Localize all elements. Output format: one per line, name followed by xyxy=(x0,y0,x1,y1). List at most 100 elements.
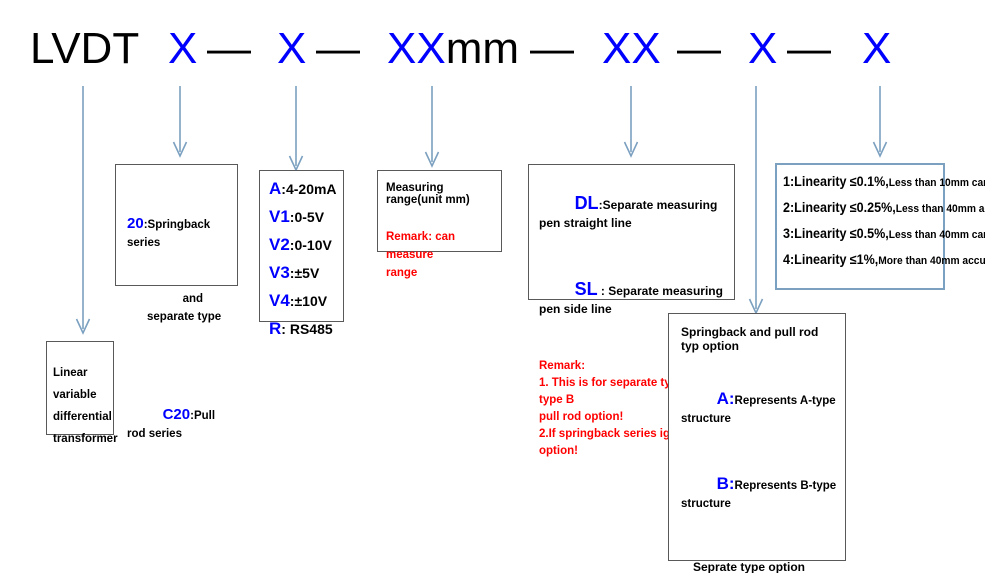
signal-row: V4:±10V xyxy=(269,292,337,310)
series-row-c20: C20:Pull rod series xyxy=(127,388,229,460)
signal-row: R: RS485 xyxy=(269,320,337,338)
structure-text-b1: Represents B-type structure xyxy=(681,480,840,510)
linearity-option-box: 1:Linearity ≤0.1%,Less than 10mm can cho… xyxy=(775,163,985,290)
signal-colon: : xyxy=(289,293,295,309)
structure-key-b1: B xyxy=(716,474,729,493)
linearity-row: 2:Linearity ≤0.25%,Less than 40mm accura… xyxy=(783,200,985,215)
signal-colon: : xyxy=(281,321,286,337)
linearity-num: 4: xyxy=(783,252,795,267)
lvdt-meaning-line1: Linear variable xyxy=(53,367,97,401)
series-text-c20: Pull rod series xyxy=(127,410,219,440)
linearity-num: 2: xyxy=(783,200,795,215)
range-remark-line1: Remark: can measure xyxy=(386,231,456,261)
signal-key: A xyxy=(269,179,282,198)
arrow-to-signal-box xyxy=(288,86,304,174)
signal-key: V2 xyxy=(269,235,290,254)
signal-value: ±10V xyxy=(294,293,328,309)
range-heading: Measuring range(unit mm) xyxy=(386,182,470,206)
structure-text-a1: Represents A-type structure xyxy=(681,395,839,425)
code-dash-5: — xyxy=(787,24,831,73)
linearity-note: Less than 40mm accuracy xyxy=(895,203,985,215)
structure-option-box: Springback and pull rod typ option A:Rep… xyxy=(668,313,846,573)
signal-colon: : xyxy=(289,237,295,253)
structure-row-b1: B:Represents B-type structure xyxy=(681,456,839,530)
lvdt-meaning-line2: differential xyxy=(53,411,112,423)
code-prefix-lvdt: LVDT xyxy=(30,24,140,73)
penline-key-sl: SL xyxy=(574,279,598,299)
arrow-to-structure-box xyxy=(748,86,764,318)
signal-value: 0-10V xyxy=(294,237,332,253)
product-code-line: LVDT X — X — XXmm — XX — X — X xyxy=(0,18,985,80)
structure-colon-a1: : xyxy=(728,389,735,408)
penline-colon-dl: : xyxy=(598,198,603,212)
signal-row: V2:0-10V xyxy=(269,236,337,254)
code-dash-3: — xyxy=(530,24,574,73)
penline-row-sl: SL : Separate measuring pen side line xyxy=(539,261,728,336)
penline-remark-title: Remark: xyxy=(539,360,586,372)
code-slot-penline: XX xyxy=(602,24,661,73)
penline-text-dl: Separate measuring pen straight line xyxy=(539,198,721,230)
code-dash-1: — xyxy=(207,24,251,73)
structure-row-a1: A:Represents A-type structure xyxy=(681,371,839,445)
signal-colon: : xyxy=(289,265,295,281)
series-text-20-cont: and separate type xyxy=(147,271,229,343)
linearity-label: Linearity xyxy=(794,252,847,267)
linearity-label: Linearity xyxy=(794,174,847,189)
code-slot-range-unit: mm xyxy=(445,24,520,73)
linearity-num: 1: xyxy=(783,174,795,189)
signal-value: 0-5V xyxy=(294,209,325,225)
series-key-c20: C20 xyxy=(162,406,191,423)
series-row-20: 20:Springback series xyxy=(127,179,229,269)
arrow-to-linearity-box xyxy=(872,86,888,160)
signal-row: V3:±5V xyxy=(269,264,337,282)
code-dash-2: — xyxy=(316,24,360,73)
signal-key: R xyxy=(269,319,282,338)
code-dash-4: — xyxy=(677,24,721,73)
signal-row: A:4-20mA xyxy=(269,180,337,198)
linearity-row: 1:Linearity ≤0.1%,Less than 10mm can cho… xyxy=(783,174,985,189)
linearity-value: ≤0.5%, xyxy=(849,226,889,241)
measuring-range-box: Measuring range(unit mm) Remark: can mea… xyxy=(377,170,502,279)
series-option-box: 20:Springback series and separate type C… xyxy=(115,164,238,440)
penline-remark-l2: pull rod option! xyxy=(539,411,624,423)
linearity-label: Linearity xyxy=(794,200,847,215)
penline-remark-l1: 1. This is for separate type and type B xyxy=(539,377,708,406)
structure-heading-1: Springback and pull rod typ option xyxy=(681,325,822,353)
code-slot-series: X xyxy=(168,24,198,73)
arrow-to-range-box xyxy=(424,86,440,170)
signal-key: V1 xyxy=(269,207,290,226)
linearity-value: ≤0.25%, xyxy=(849,200,896,215)
signal-row: V1:0-5V xyxy=(269,208,337,226)
signal-value: RS485 xyxy=(285,321,333,337)
linearity-row: 4:Linearity ≤1%,More than 40mm accuracy xyxy=(783,252,985,267)
series-colon-20: : xyxy=(143,219,148,231)
penline-text-sl: Separate measuring pen side line xyxy=(539,284,727,316)
penline-row-dl: DL:Separate measuring pen straight line xyxy=(539,175,728,250)
linearity-note: Less than 40mm can choose xyxy=(888,229,985,241)
arrow-lvdt-to-meaning xyxy=(75,86,91,338)
signal-output-box: A:4-20mA V1:0-5V V2:0-10V V3:±5V V4:±10V… xyxy=(259,170,344,337)
code-slot-signal: X xyxy=(277,24,307,73)
structure-key-a1: A xyxy=(716,389,729,408)
code-slot-range: XXmm xyxy=(387,18,519,80)
range-remark-line2: range xyxy=(386,267,418,279)
arrow-to-series-box xyxy=(172,86,188,160)
lvdt-meaning-box: Linear variable differential transformer xyxy=(46,341,118,445)
series-key-20: 20 xyxy=(127,215,144,232)
code-slot-linearity: X xyxy=(862,24,892,73)
signal-key: V3 xyxy=(269,263,290,282)
arrow-to-penline-box xyxy=(623,86,639,160)
series-text-20-line2: and separate type xyxy=(147,293,222,323)
penline-key-dl: DL xyxy=(574,193,599,213)
linearity-label: Linearity xyxy=(794,226,847,241)
structure-colon-b1: : xyxy=(728,474,735,493)
signal-colon: : xyxy=(281,181,286,197)
linearity-num: 3: xyxy=(783,226,795,241)
linearity-note: More than 40mm accuracy xyxy=(878,255,985,267)
lvdt-meaning-line3: transformer xyxy=(53,433,118,445)
penline-colon-sl: : xyxy=(597,284,605,298)
code-slot-structure: X xyxy=(748,24,778,73)
signal-value: ±5V xyxy=(294,265,320,281)
series-text-20: Springback series xyxy=(127,219,214,249)
